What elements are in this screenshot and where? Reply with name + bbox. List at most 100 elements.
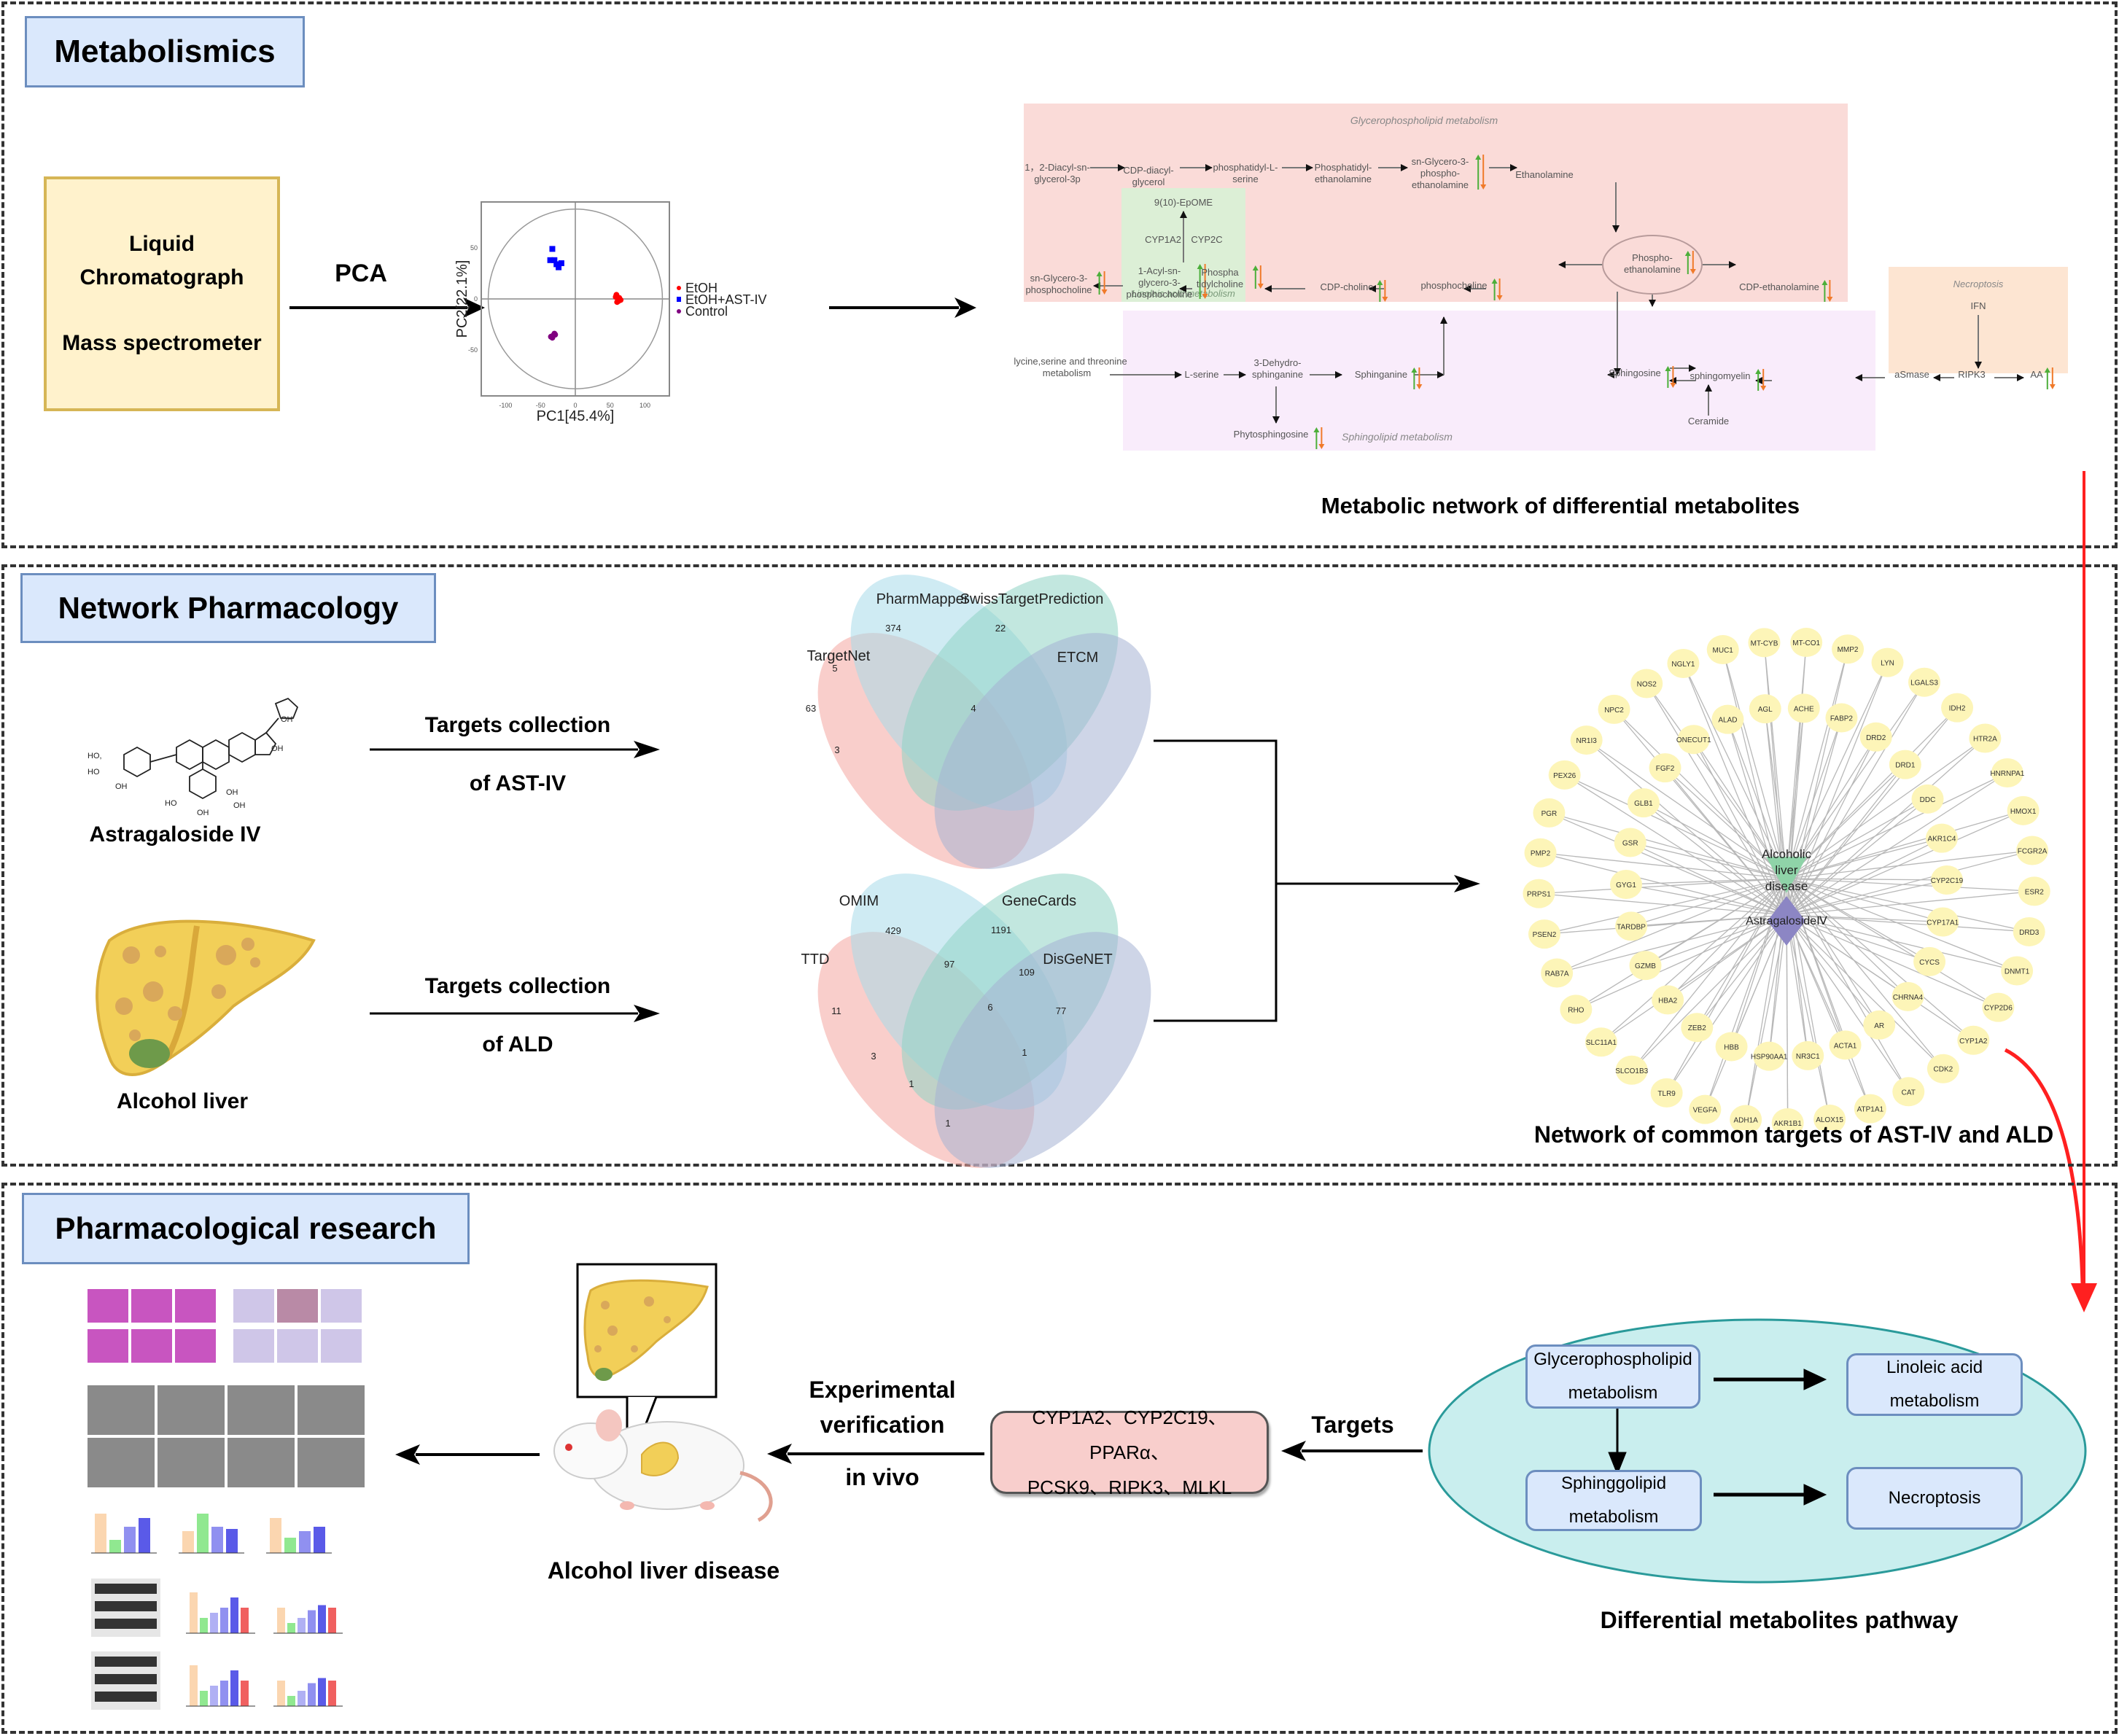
network-edge	[1786, 849, 2033, 879]
metabolite-ethanolamine: Ethanolamine	[1515, 169, 1574, 180]
pathway-caption: Differential metabolites pathway	[1600, 1607, 1959, 1633]
venn-region-value: 22	[995, 623, 1006, 634]
svg-text:OH: OH	[115, 782, 128, 791]
svg-text:HO: HO	[165, 799, 177, 808]
svg-text:OH: OH	[281, 715, 293, 724]
bar-chart-bar	[200, 1618, 208, 1633]
pathway-box-sphingolipid: Sphinggolipid metabolism	[1525, 1470, 1702, 1531]
network-edge	[1786, 914, 2018, 972]
network-edge	[1786, 878, 1974, 1041]
bar-chart-bar	[220, 1608, 228, 1633]
target-node-onecut1: ONECUT1	[1676, 725, 1711, 755]
target-node-cyp1a2: CYP1A2	[1957, 1025, 1990, 1055]
network-edge	[1786, 708, 1805, 879]
svg-text:NR3C1: NR3C1	[1796, 1053, 1820, 1061]
target-node-nr1i3: NR1I3	[1570, 725, 1603, 755]
network-edge	[1630, 878, 1787, 927]
pca-to-network-arrow	[829, 297, 976, 318]
network-edge	[1786, 717, 1843, 916]
svg-text:HMOX1: HMOX1	[2010, 808, 2037, 816]
pathway-necroptosis-label: Necroptosis	[1888, 1488, 1981, 1508]
network-edge	[1786, 878, 1999, 1008]
svg-text:PEX26: PEX26	[1553, 772, 1576, 780]
svg-text:GSR: GSR	[1622, 839, 1638, 847]
oil-red-thumb	[321, 1289, 362, 1323]
regulation-arrow-pc	[1252, 265, 1264, 289]
oil-red-thumb	[233, 1329, 274, 1363]
network-edge	[1786, 878, 1943, 923]
bar-chart-bar	[328, 1681, 336, 1706]
bar-chart-bar	[270, 1518, 281, 1553]
svg-text:IDH2: IDH2	[1949, 705, 1966, 713]
venn-set-etcm	[934, 633, 1151, 869]
network-edge	[1564, 774, 1787, 916]
bar-chart-bar	[200, 1691, 208, 1706]
verification-line-2: verification	[820, 1412, 945, 1438]
venn-merge-connector	[1154, 739, 1480, 1022]
svg-text:ACHE: ACHE	[1794, 705, 1814, 713]
pca-ytick: 50	[470, 244, 478, 252]
alcohol-liver-disease-label: Alcohol liver disease	[547, 1557, 780, 1584]
venn-region-value: 3	[834, 744, 839, 755]
bar-chart-bar	[210, 1613, 218, 1633]
network-edge	[1786, 878, 1947, 881]
target-node-ddc: DDC	[1911, 784, 1944, 814]
venn-region-value: 374	[885, 623, 901, 634]
pathway-sphingo-line-1: Sphinggolipid	[1560, 1474, 1667, 1493]
venn-set-disgenet	[934, 932, 1151, 1168]
target-node-esr2: ESR2	[2018, 876, 2050, 906]
svg-text:NPC2: NPC2	[1604, 707, 1624, 715]
bar-chart-bar	[298, 1691, 306, 1706]
bar-chart-bar	[211, 1527, 223, 1553]
svg-text:CYP17A1: CYP17A1	[1926, 919, 1959, 927]
network-edge	[1786, 890, 2034, 916]
blot-band	[95, 1619, 157, 1629]
svg-text:VEGFA: VEGFA	[1693, 1107, 1718, 1115]
svg-text:DRD1: DRD1	[1895, 762, 1916, 770]
svg-text:CHRNA4: CHRNA4	[1893, 994, 1924, 1002]
bar-chart-bar	[124, 1527, 136, 1553]
metabolite-sphingomyelin: sphingomyelin	[1690, 370, 1750, 381]
target-node-cycs: CYCS	[1913, 946, 1946, 976]
bar-chart-bar	[241, 1608, 249, 1633]
svg-text:disease: disease	[1765, 879, 1808, 893]
blot-band	[95, 1692, 157, 1702]
bar-chart-bar	[139, 1518, 150, 1553]
ald-targets-label-2: of ALD	[482, 1032, 553, 1056]
target-node-lgals3: LGALS3	[1908, 667, 1941, 697]
pca-legend-label: EtOH+AST-IV	[685, 292, 767, 307]
target-node-hbb: HBB	[1715, 1032, 1748, 1062]
target-node-rho: RHO	[1560, 994, 1593, 1024]
target-node-nr3c1: NR3C1	[1792, 1040, 1824, 1070]
svg-text:FCGR2A: FCGR2A	[2018, 847, 2048, 855]
pathway-linoleic-line-1: Linoleic acid	[1886, 1358, 1983, 1377]
target-node-glb1: GLB1	[1627, 788, 1660, 818]
blot-band	[95, 1601, 157, 1611]
red-flow-arrow	[2004, 471, 2097, 1312]
bar-chart-bar	[328, 1608, 336, 1633]
target-node-tlr9: TLR9	[1650, 1078, 1683, 1108]
target-node-cyp2d6: CYP2D6	[1982, 992, 2015, 1022]
network-edge	[1667, 914, 1787, 1000]
target-node-lyn: LYN	[1871, 647, 1904, 677]
svg-text:SLC11A1: SLC11A1	[1586, 1039, 1617, 1047]
svg-text:ACTA1: ACTA1	[1834, 1042, 1857, 1050]
target-node-mt-co1: MT-CO1	[1790, 628, 1823, 658]
pathway-glycero-line-2: metabolism	[1568, 1383, 1658, 1403]
network-edge	[1643, 802, 1787, 916]
oil-red-thumb	[233, 1289, 274, 1323]
venn-region-value: 77	[1056, 1005, 1066, 1016]
network-edge	[1786, 772, 2008, 916]
bar-chart-bar	[190, 1665, 198, 1706]
pathway-glycero-line-1: Glycerophospholipid	[1533, 1350, 1692, 1369]
network-edge	[1786, 810, 2023, 916]
tem-thumb	[88, 1438, 155, 1487]
target-node-alox15: ALOX15	[1813, 1104, 1846, 1130]
network-edge	[1540, 852, 1787, 879]
network-edge	[1601, 878, 1787, 1043]
svg-text:CYP2C19: CYP2C19	[1931, 877, 1964, 885]
target-node-alad: ALAD	[1711, 704, 1744, 734]
svg-text:RAB7A: RAB7A	[1545, 970, 1569, 978]
bar-chart-bar	[109, 1540, 121, 1553]
pathway-box-linoleic: Linoleic acid metabolism	[1846, 1353, 2023, 1416]
